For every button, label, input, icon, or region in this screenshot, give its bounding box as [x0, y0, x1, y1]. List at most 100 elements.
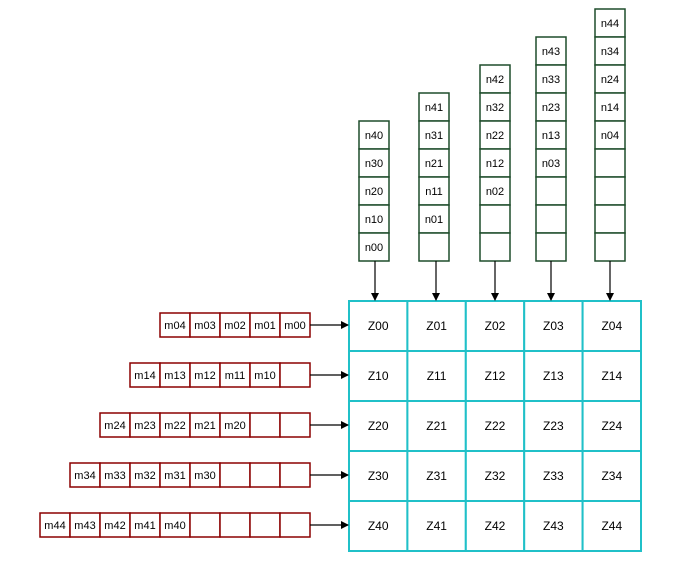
m-cell-4-1-label: m43 [74, 520, 95, 532]
m-empty-cell-4-0-box [189, 512, 221, 538]
n-cell-4-1-label: n34 [601, 46, 619, 58]
n-cell-2-0-box [479, 64, 511, 94]
n-cell-3-2-label: n23 [542, 102, 560, 114]
m-cell-4-3: m41 [129, 512, 161, 538]
n-cell-1-3: n11 [418, 176, 450, 206]
z-cell-10: Z10 [348, 350, 409, 402]
m-cell-1-3-box [219, 362, 251, 388]
z-cell-42-box [464, 500, 526, 552]
m-cell-4-3-box [129, 512, 161, 538]
m-cell-2-2: m22 [159, 412, 191, 438]
n-cell-1-0-box [418, 92, 450, 122]
n-cell-2-1-label: n32 [486, 102, 504, 114]
m-empty-cell-1-0 [279, 362, 311, 388]
m-empty-cell-3-0-box [219, 462, 251, 488]
z-cell-33-label: Z33 [543, 469, 564, 483]
z-cell-40: Z40 [348, 500, 409, 552]
n-cell-3-2: n23 [535, 92, 567, 122]
m-cell-1-0: m14 [129, 362, 161, 388]
n-cell-1-2: n21 [418, 148, 450, 178]
m-cell-2-3: m21 [189, 412, 221, 438]
n-cell-2-0: n42 [479, 64, 511, 94]
z-cell-02: Z02 [464, 300, 526, 352]
m-empty-cell-3-0 [219, 462, 251, 488]
m-cell-2-3-label: m21 [194, 420, 215, 432]
n-cell-4-0-box [594, 8, 626, 38]
n-cell-2-4: n02 [479, 176, 511, 206]
z-cell-40-label: Z40 [368, 519, 389, 533]
n-cell-4-2-box [594, 64, 626, 94]
n-cell-0-4: n00 [358, 232, 390, 262]
n-cell-1-2-label: n21 [425, 158, 443, 170]
m-cell-1-3-label: m11 [225, 370, 246, 382]
m-cell-1-2-label: m12 [194, 370, 215, 382]
m-cell-4-1-box [69, 512, 101, 538]
z-cell-12: Z12 [464, 350, 526, 402]
n-cell-4-4-label: n04 [601, 130, 619, 142]
z-cell-33-box [523, 450, 584, 502]
n-empty-cell-3-1 [535, 204, 567, 234]
m-cell-1-4: m10 [249, 362, 281, 388]
m-cell-0-2: m02 [219, 312, 251, 338]
n-cell-0-4-label: n00 [365, 242, 383, 254]
z-cell-33: Z33 [523, 450, 584, 502]
z-cell-01-label: Z01 [426, 319, 447, 333]
n-empty-cell-4-0 [594, 148, 626, 178]
n-cell-2-4-label: n02 [486, 186, 504, 198]
m-cell-3-1: m33 [99, 462, 131, 488]
z-cell-43: Z43 [523, 500, 584, 552]
m-cell-3-0: m34 [69, 462, 101, 488]
n-cell-4-2: n24 [594, 64, 626, 94]
n-cell-1-4: n01 [418, 204, 450, 234]
m-cell-4-2: m42 [99, 512, 131, 538]
n-cell-0-0: n40 [358, 120, 390, 150]
n-cell-3-4: n03 [535, 148, 567, 178]
m-cell-2-1-box [129, 412, 161, 438]
n-empty-cell-1-0 [418, 232, 450, 262]
m-cell-4-2-label: m42 [104, 520, 125, 532]
n-empty-cell-4-1 [594, 176, 626, 206]
z-cell-02-label: Z02 [485, 319, 506, 333]
z-cell-42-label: Z42 [485, 519, 506, 533]
m-cell-2-0-box [99, 412, 131, 438]
m-cell-0-0-box [159, 312, 191, 338]
m-cell-3-3: m31 [159, 462, 191, 488]
m-cell-2-1-label: m23 [134, 420, 155, 432]
m-empty-cell-2-1 [279, 412, 311, 438]
m-empty-cell-4-1-box [219, 512, 251, 538]
m-empty-cell-1-0-box [279, 362, 311, 388]
n-cell-0-3-label: n10 [365, 214, 383, 226]
m-cell-3-3-label: m31 [164, 470, 185, 482]
m-cell-4-4: m40 [159, 512, 191, 538]
m-cell-4-3-label: m41 [134, 520, 155, 532]
z-cell-22-label: Z22 [485, 419, 506, 433]
m-cell-1-1-label: m13 [164, 370, 185, 382]
n-cell-2-2-label: n22 [486, 130, 504, 142]
z-cell-23: Z23 [523, 400, 584, 452]
n-empty-cell-3-0 [535, 176, 567, 206]
m-cell-4-0-label: m44 [44, 520, 65, 532]
m-empty-cell-2-1-box [279, 412, 311, 438]
n-empty-cell-4-2 [594, 204, 626, 234]
m-cell-4-4-box [159, 512, 191, 538]
m-cell-3-4: m30 [189, 462, 221, 488]
n-columns: n40n30n20n10n00n41n31n21n11n01n42n32n22n… [358, 8, 626, 262]
z-cell-34: Z34 [581, 450, 642, 502]
n-cell-3-3-label: n13 [542, 130, 560, 142]
n-cell-2-1: n32 [479, 92, 511, 122]
n-cell-0-3-box [358, 204, 390, 234]
n-cell-3-0: n43 [535, 36, 567, 66]
n-cell-2-3-label: n12 [486, 158, 504, 170]
z-cell-01: Z01 [406, 300, 467, 352]
n-cell-0-1: n30 [358, 148, 390, 178]
z-cell-41: Z41 [406, 500, 467, 552]
z-cell-14-box [581, 350, 642, 402]
n-cell-0-3: n10 [358, 204, 390, 234]
m-cell-0-3: m01 [249, 312, 281, 338]
m-cell-1-1: m13 [159, 362, 191, 388]
m-empty-cell-3-2-box [279, 462, 311, 488]
n-cell-4-0-label: n44 [601, 18, 619, 30]
m-cell-0-1-label: m03 [194, 320, 215, 332]
